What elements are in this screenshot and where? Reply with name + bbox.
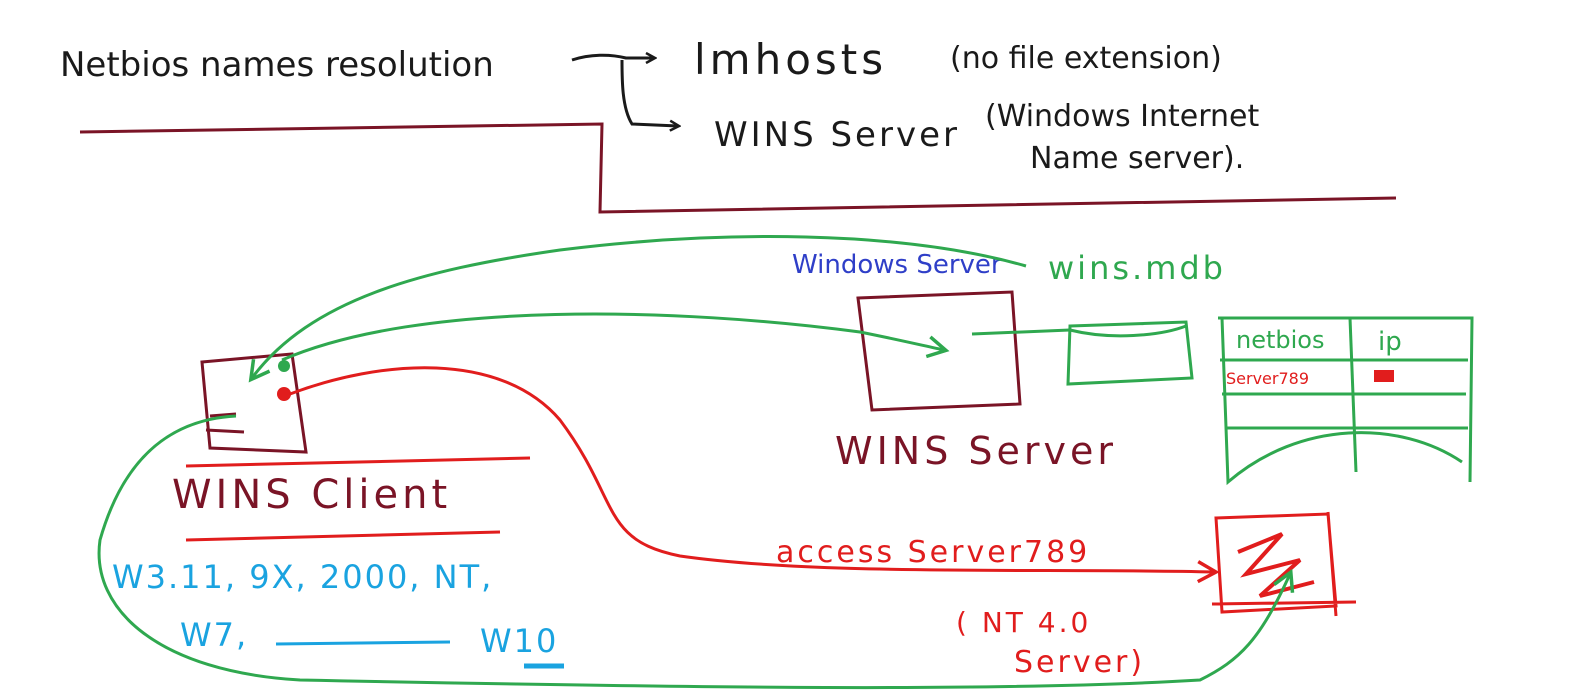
wins-server-text: WINS Server: [714, 115, 960, 155]
wins-server-box-label: WINS Server: [835, 429, 1117, 473]
table-header-ip: ip: [1378, 327, 1402, 357]
table-cell-ip-mark: [1374, 370, 1394, 382]
server-to-db-link: [971, 328, 1071, 336]
netbios-table: [1218, 316, 1474, 486]
client-label-underline: [185, 530, 501, 542]
table-cell-server789: Server789: [1226, 369, 1309, 388]
response-arrow-to-client: [248, 235, 1027, 383]
client-versions-line2-end: W10: [480, 622, 558, 660]
query-arrow-to-server: [281, 312, 950, 362]
target-server-box: [1211, 511, 1357, 617]
lmhosts-text: lmhosts: [694, 35, 887, 84]
windows-server-label: Windows Server: [792, 250, 1002, 280]
section-divider-line: [79, 122, 1397, 214]
access-label: access Server789: [776, 535, 1090, 570]
wins-client-label: WINS Client: [172, 472, 451, 518]
client-to-target-loop: [97, 414, 1295, 690]
wins-note-line2: Name server).: [1030, 141, 1244, 176]
client-versions-line1: W3.11, 9X, 2000, NT,: [112, 558, 493, 596]
wins-client-box: [200, 352, 308, 454]
client-green-dot: [278, 360, 290, 372]
table-header-netbios: netbios: [1236, 326, 1324, 354]
access-arrow-to-target: [289, 366, 1220, 584]
wins-note-line1: (Windows Internet: [985, 99, 1260, 134]
target-os-line1: ( NT 4.0: [956, 606, 1091, 639]
lmhosts-note: (no file extension): [950, 41, 1222, 76]
arrow-to-lmhosts: [571, 55, 654, 60]
wins-server-box: [856, 290, 1022, 412]
target-server-scribble: [1237, 532, 1315, 598]
wins-mdb-label: wins.mdb: [1048, 249, 1226, 287]
client-versions-line2-start: W7,: [180, 616, 248, 654]
topic-text: Netbios names resolution: [60, 45, 494, 85]
client-red-dot: [277, 387, 291, 401]
arrow-to-wins: [620, 59, 678, 126]
target-os-line2: Server): [1014, 645, 1145, 680]
database-cylinder: [1066, 320, 1194, 386]
client-label-overline: [185, 456, 531, 468]
versions-range-line: [275, 640, 451, 646]
